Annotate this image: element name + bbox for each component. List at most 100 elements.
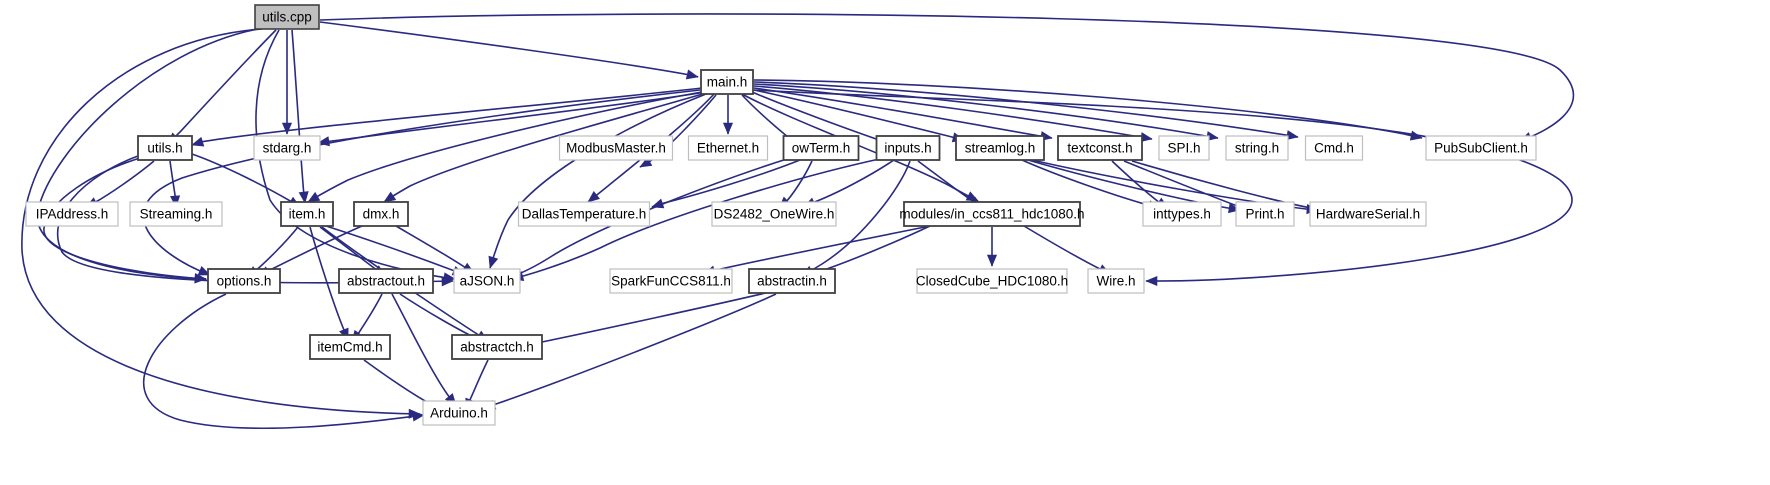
graph-node-options-h[interactable]: options.h: [207, 268, 281, 294]
node-box[interactable]: [609, 268, 733, 294]
node-box[interactable]: [309, 334, 391, 360]
graph-node-print-h[interactable]: Print.h: [1235, 201, 1295, 227]
graph-node-owterm-h[interactable]: owTerm.h: [782, 135, 860, 161]
node-box[interactable]: [451, 334, 543, 360]
node-box[interactable]: [25, 201, 119, 227]
node-box[interactable]: [916, 268, 1068, 294]
dependency-edge: [917, 160, 983, 208]
node-box[interactable]: [700, 69, 754, 95]
node-label: abstractout.h: [347, 274, 425, 289]
edge-arrowhead: [412, 411, 425, 422]
node-label: Streaming.h: [140, 207, 213, 222]
graph-node-utils-h[interactable]: utils.h: [137, 135, 193, 161]
node-box[interactable]: [1304, 135, 1364, 161]
node-box[interactable]: [129, 201, 223, 227]
graph-node-dmx-h[interactable]: dmx.h: [353, 201, 409, 227]
dependency-edge: [489, 93, 707, 269]
node-box[interactable]: [517, 201, 651, 227]
dependency-edge: [142, 293, 425, 430]
node-label: options.h: [217, 274, 272, 289]
graph-node-inputs-h[interactable]: inputs.h: [875, 135, 941, 161]
node-label: Wire.h: [1096, 274, 1135, 289]
node-label: ClosedCube_HDC1080.h: [916, 274, 1068, 289]
edge-arrowhead: [639, 157, 653, 168]
node-box[interactable]: [748, 268, 836, 294]
graph-node-stdarg-h[interactable]: stdarg.h: [253, 135, 321, 161]
graph-node-ipaddress-h[interactable]: IPAddress.h: [25, 201, 119, 227]
graph-node-main-h[interactable]: main.h: [700, 69, 754, 95]
node-label: PubSubClient.h: [1434, 141, 1528, 156]
edge-arrowhead: [587, 191, 600, 203]
node-box[interactable]: [1158, 135, 1210, 161]
graph-node-cmd-h[interactable]: Cmd.h: [1304, 135, 1364, 161]
dependency-edge: [21, 28, 421, 415]
node-box[interactable]: [955, 135, 1045, 161]
node-label: modules/in_ccs811_hdc1080.h: [899, 207, 1084, 222]
node-label: string.h: [1235, 141, 1279, 156]
node-box[interactable]: [903, 201, 1081, 227]
dependency-edge: [255, 29, 456, 280]
node-box[interactable]: [1309, 201, 1427, 227]
node-box[interactable]: [338, 268, 434, 294]
graph-node-utils-cpp[interactable]: utils.cpp: [254, 4, 320, 30]
node-box[interactable]: [875, 135, 941, 161]
edge-arrowhead: [1145, 275, 1158, 287]
node-box[interactable]: [280, 201, 334, 227]
dependency-edge: [191, 153, 301, 208]
node-box[interactable]: [453, 268, 521, 294]
graph-node-arduino-h[interactable]: Arduino.h: [422, 400, 496, 426]
node-box[interactable]: [254, 4, 320, 30]
graph-node-item-h[interactable]: item.h: [280, 201, 334, 227]
node-box[interactable]: [782, 135, 860, 161]
graph-node-inttypes-h[interactable]: inttypes.h: [1142, 201, 1222, 227]
dependency-edge: [511, 157, 885, 280]
node-box[interactable]: [1225, 135, 1289, 161]
node-box[interactable]: [711, 201, 837, 227]
graph-node-textconst-h[interactable]: textconst.h: [1057, 135, 1143, 161]
graph-node-pubsubclient-h[interactable]: PubSubClient.h: [1425, 135, 1537, 161]
graph-node-spi-h[interactable]: SPI.h: [1158, 135, 1210, 161]
edge-arrowhead: [1286, 130, 1299, 141]
node-box[interactable]: [1235, 201, 1295, 227]
graph-node-ethernet-h[interactable]: Ethernet.h: [687, 135, 769, 161]
graph-node-string-h[interactable]: string.h: [1225, 135, 1289, 161]
node-box[interactable]: [1142, 201, 1222, 227]
graph-node-wire-h[interactable]: Wire.h: [1087, 268, 1145, 294]
node-label: utils.cpp: [262, 10, 312, 25]
dependency-edge: [507, 157, 791, 279]
edge-arrowhead: [197, 265, 211, 276]
edge-arrowhead: [191, 136, 205, 147]
node-box[interactable]: [687, 135, 769, 161]
node-label: inttypes.h: [1153, 207, 1211, 222]
graph-node-streaming-h[interactable]: Streaming.h: [129, 201, 223, 227]
edge-arrowhead: [441, 276, 454, 287]
node-box[interactable]: [1425, 135, 1537, 161]
graph-node-abstractin-h[interactable]: abstractin.h: [748, 268, 836, 294]
node-label: SparkFunCCS811.h: [611, 274, 731, 289]
node-box[interactable]: [353, 201, 409, 227]
node-box[interactable]: [137, 135, 193, 161]
graph-node-abstractch-h[interactable]: abstractch.h: [451, 334, 543, 360]
node-box[interactable]: [1087, 268, 1145, 294]
node-box[interactable]: [253, 135, 321, 161]
node-label: textconst.h: [1067, 141, 1132, 156]
graph-node-abstractout-h[interactable]: abstractout.h: [338, 268, 434, 294]
graph-node-streamlog-h[interactable]: streamlog.h: [955, 135, 1045, 161]
graph-node-ds2482-h[interactable]: DS2482_OneWire.h: [711, 201, 837, 227]
node-box[interactable]: [1057, 135, 1143, 161]
graph-node-closedcube-h[interactable]: ClosedCube_HDC1080.h: [916, 268, 1068, 294]
graph-node-ajson-h[interactable]: aJSON.h: [453, 268, 521, 294]
dependency-edge: [391, 293, 457, 406]
node-box[interactable]: [558, 135, 674, 161]
node-label: HardwareSerial.h: [1316, 207, 1420, 222]
graph-node-dallastemp-h[interactable]: DallasTemperature.h: [517, 201, 651, 227]
edge-arrowhead: [488, 255, 499, 269]
graph-node-itemcmd-h[interactable]: itemCmd.h: [309, 334, 391, 360]
graph-node-sparkfun-h[interactable]: SparkFunCCS811.h: [609, 268, 733, 294]
graph-node-hwserial-h[interactable]: HardwareSerial.h: [1309, 201, 1427, 227]
graph-node-ccs811-h[interactable]: modules/in_ccs811_hdc1080.h: [899, 201, 1085, 227]
node-box[interactable]: [422, 400, 496, 426]
node-box[interactable]: [207, 268, 281, 294]
graph-node-modbusmaster-h[interactable]: ModbusMaster.h: [558, 135, 674, 161]
